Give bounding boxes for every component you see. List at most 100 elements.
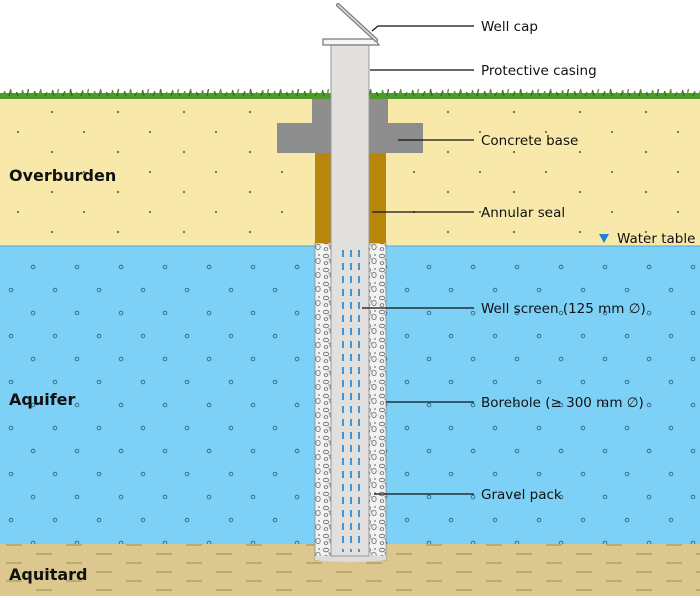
grass-blade [591, 89, 595, 97]
grass-blade [309, 88, 313, 97]
grass-blade [524, 92, 528, 97]
grass-blade [572, 91, 576, 97]
grass-blade [603, 90, 607, 97]
grass-blade [501, 89, 505, 97]
grass-blade [45, 91, 49, 97]
grass-blade [243, 90, 247, 97]
borehole-bottom [315, 556, 386, 562]
grass-blade [170, 90, 174, 97]
grass-blade [464, 92, 468, 97]
overburden-label: Overburden [9, 166, 116, 185]
grass-blade [459, 88, 463, 97]
grass-blade [579, 88, 583, 97]
grass-blade [105, 91, 109, 97]
grass-blade [662, 91, 666, 97]
grass-blade [236, 88, 240, 97]
grass-blade [680, 90, 684, 97]
grass-blade [536, 88, 540, 97]
grass-blade [255, 91, 259, 97]
grass-blade [231, 89, 235, 97]
grass-blade [273, 90, 277, 97]
grass-blade [530, 90, 534, 97]
grass-blade [164, 92, 168, 97]
grass-blade [608, 89, 612, 97]
grass-blade [609, 88, 613, 97]
grass-blade [650, 90, 654, 97]
grass-blade [98, 89, 102, 97]
grass-blade [434, 92, 438, 97]
grass-blade [482, 91, 486, 97]
grass-blade [488, 89, 492, 97]
aquifer-label: Aquifer [9, 390, 76, 409]
grass-blade [110, 90, 114, 97]
grass-blade [381, 89, 385, 97]
annular-seal-label: Annular seal [481, 205, 565, 221]
callout-leaders [362, 25, 474, 495]
grass-blade [602, 91, 606, 97]
grass-blade [674, 92, 678, 97]
grass-blade [290, 90, 294, 97]
grass-blade [26, 88, 30, 97]
grass-blade [122, 91, 126, 97]
grass-blade [15, 91, 19, 97]
grass-blade [441, 89, 445, 97]
grass-blade [87, 92, 91, 97]
grass-blade [555, 91, 559, 97]
grass-blade [153, 90, 157, 97]
grass-blade [57, 92, 61, 97]
grass-blade [141, 89, 145, 97]
grass-blade [543, 90, 547, 97]
grass-blade [513, 90, 517, 97]
grass-blade [638, 89, 642, 97]
grass-blade [597, 92, 601, 97]
grass-blade [465, 91, 469, 97]
grass-blade [506, 88, 510, 97]
grass-blade [374, 92, 378, 97]
grass-blade [578, 89, 582, 97]
grass-blade [518, 89, 522, 97]
grass-blade [194, 92, 198, 97]
grass-blade [297, 92, 301, 97]
grass-blade [548, 89, 552, 97]
well-cap-label: Well cap [481, 19, 538, 35]
aquitard-label: Aquitard [9, 565, 88, 584]
grass-blade [303, 90, 307, 97]
grass-blade [620, 90, 624, 97]
grass-blade [21, 89, 25, 97]
grass-blade [225, 91, 229, 97]
grass-blade [675, 91, 679, 97]
grass-blade [525, 91, 529, 97]
grass-blade [74, 92, 78, 97]
grass-blade [314, 92, 318, 97]
grass-blade [470, 90, 474, 97]
grass-blade [561, 89, 565, 97]
grass-blade [656, 88, 660, 97]
grass-blade [183, 90, 187, 97]
water-table-marker-icon [599, 234, 609, 243]
grass-blade [44, 92, 48, 97]
grass-blade [177, 92, 181, 97]
grass-blade [632, 91, 636, 97]
grass-blade [278, 89, 282, 97]
grass-blade [519, 88, 523, 97]
grass-blade [206, 88, 210, 97]
grass-blade [80, 90, 84, 97]
grass-blade [224, 92, 228, 97]
grass-blade [27, 92, 31, 97]
grass-blade [140, 90, 144, 97]
grass-blade [566, 88, 570, 97]
grass-blade [248, 89, 252, 97]
protective-casing-label: Protective casing [481, 63, 597, 79]
grass-blade [92, 91, 96, 97]
grass-blade [621, 89, 625, 97]
grass-blade [14, 92, 18, 97]
grass-blade [471, 89, 475, 97]
grass-blade [99, 88, 103, 97]
grass-blade [537, 92, 541, 97]
grass-blade [596, 88, 600, 97]
grass-blade [615, 91, 619, 97]
grass-blade [75, 91, 79, 97]
grass-blade [152, 91, 156, 97]
grass-blade [489, 88, 493, 97]
